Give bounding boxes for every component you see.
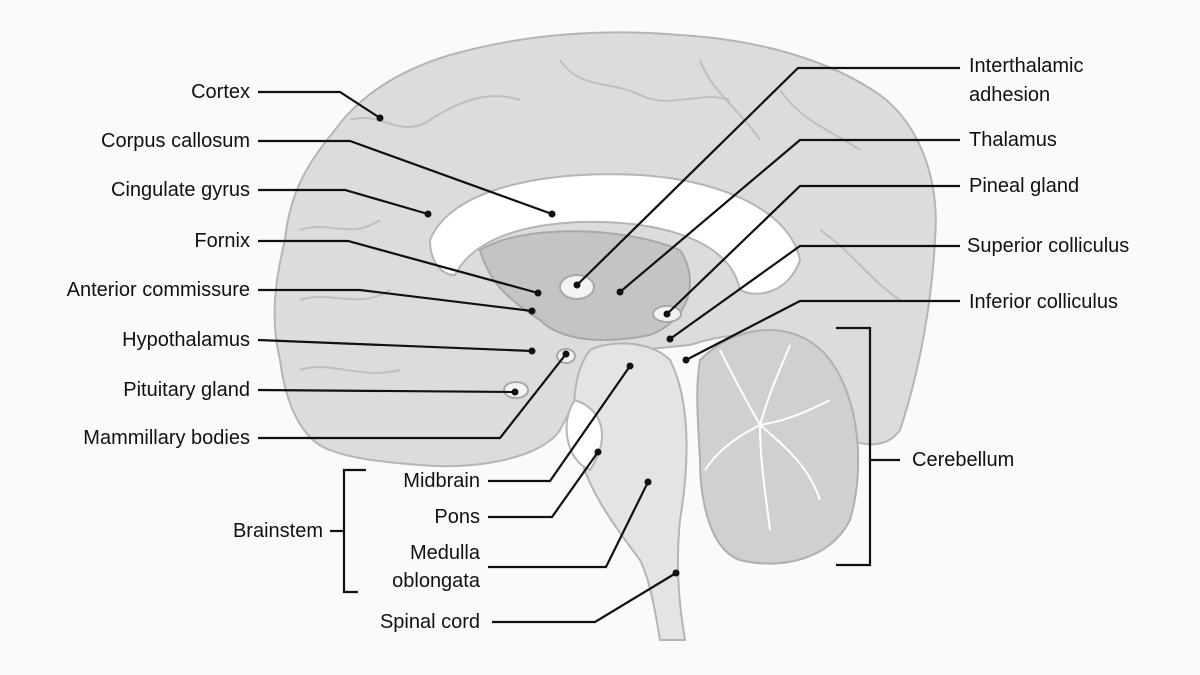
line-midbrain — [488, 365, 631, 483]
line-thalamus — [619, 138, 960, 293]
label-pineal-gland: Pineal gland — [969, 175, 1080, 197]
label-brainstem: Brainstem — [232, 520, 323, 542]
line-inferior-colliculus — [685, 299, 960, 361]
leader-lines — [257, 66, 960, 624]
label-interthalamic-line2: adhesion — [969, 84, 1051, 106]
line-spinal-cord — [492, 572, 677, 624]
label-cerebellum: Cerebellum — [912, 449, 1015, 471]
gyri-lines — [299, 59, 901, 374]
line-fornix — [258, 239, 539, 295]
bracket-brainstem — [342, 468, 366, 594]
line-hypothalamus — [257, 338, 533, 353]
label-anterior-commissure: Anterior commissure — [66, 279, 250, 301]
line-superior-colliculus — [669, 244, 960, 340]
label-mammillary-bodies: Mammillary bodies — [83, 427, 250, 449]
line-corpus-callosum — [258, 139, 553, 216]
label-cingulate-gyrus: Cingulate gyrus — [111, 179, 250, 201]
label-interthalamic-line1: Interthalamic — [969, 55, 1084, 77]
label-thalamus: Thalamus — [969, 129, 1057, 151]
label-fornix: Fornix — [194, 230, 250, 252]
label-medulla-line1: Medulla — [409, 542, 480, 564]
arbor-vitae — [704, 344, 831, 531]
line-pons — [488, 451, 599, 519]
leader-dots — [376, 114, 690, 577]
label-inferior-colliculus: Inferior colliculus — [969, 291, 1118, 313]
label-spinal-cord: Spinal cord — [379, 611, 480, 633]
label-pituitary-gland: Pituitary gland — [123, 379, 250, 401]
line-mammillary — [258, 353, 567, 440]
bracket-cerebellum — [836, 326, 872, 567]
line-interthalamic — [576, 66, 960, 286]
line-cingulate — [258, 188, 429, 216]
brainstem-shape — [572, 342, 688, 641]
line-pituitary — [257, 388, 516, 394]
label-superior-colliculus: Superior colliculus — [967, 235, 1130, 257]
line-cortex — [258, 90, 381, 119]
label-corpus-callosum: Corpus callosum — [101, 130, 250, 152]
label-hypothalamus: Hypothalamus — [122, 329, 250, 351]
label-midbrain: Midbrain — [403, 470, 480, 492]
label-pons: Pons — [434, 506, 480, 528]
line-medulla — [488, 481, 649, 569]
line-anterior-commissure — [258, 288, 533, 313]
label-medulla-line2: oblongata — [392, 570, 480, 592]
cerebellum-shape — [696, 329, 860, 565]
label-cortex: Cortex — [191, 81, 250, 103]
line-pineal — [666, 184, 960, 315]
